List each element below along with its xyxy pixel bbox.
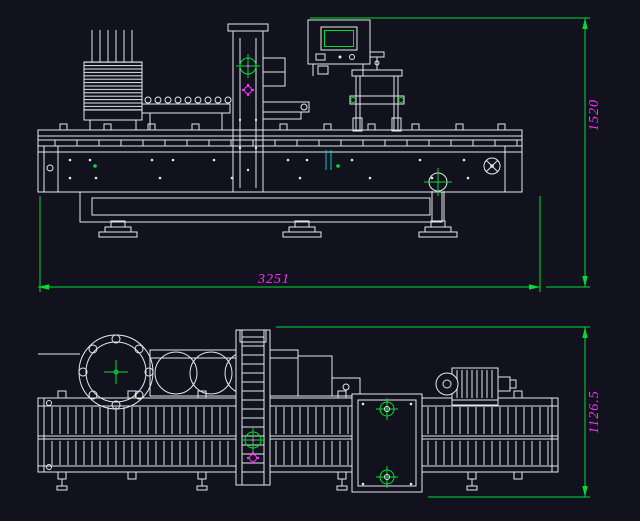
roller-bank [149,349,299,397]
machine-base [79,191,443,223]
dimension-label-width: 3251 [257,272,290,287]
carton-magazine [83,30,232,130]
turret-wheel [78,334,154,410]
transfer-box [351,393,423,493]
machine-foot [98,220,138,238]
front-elevation-view: 3251 1520 [37,17,602,292]
dimension-3251: 3251 [38,196,541,292]
machine-foot [282,220,322,238]
control-panel [307,19,371,76]
machine-foot [418,220,458,238]
dimension-label-depth: 1126.5 [587,390,602,433]
slat-conveyor [37,353,559,491]
center-column-plan [235,329,271,486]
dimension-1520: 1520 [310,17,602,288]
side-unit-plan [297,355,361,397]
dimension-label-height: 1520 [587,99,602,131]
dimension-1126-5: 1126.5 [276,326,602,498]
center-column [227,23,310,193]
plan-view: 1126.5 [37,326,602,498]
gripper-station [349,51,405,132]
drive-motor [435,367,517,406]
right-support-leg [424,168,452,221]
